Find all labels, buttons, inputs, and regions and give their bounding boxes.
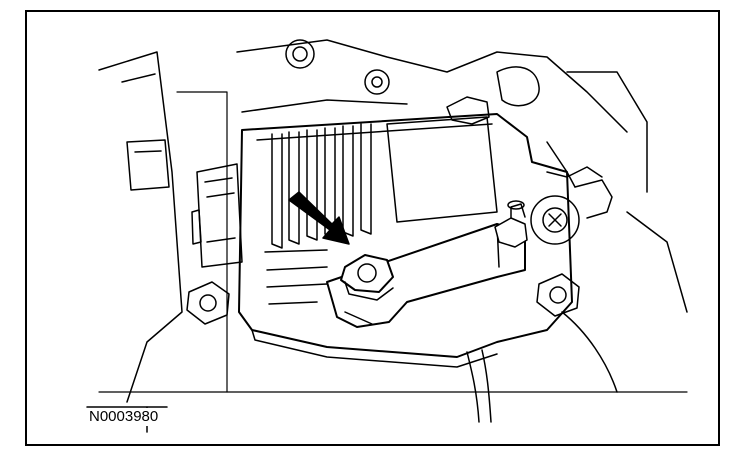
wire-harness [466,166,618,423]
electrical-connector [191,163,243,268]
illustration [86,39,688,433]
upper-housing [236,39,688,313]
callout-arrow [288,191,350,245]
figure-frame: N0003980 [25,10,720,446]
housing-bolt-boss [285,39,315,69]
lever-stud [494,200,528,248]
bracket-bolt [530,141,613,245]
manual-lever-nut [340,254,394,301]
heat-sink-fins [271,123,372,249]
figure-id-label: N0003980 [87,408,161,426]
mounting-bolt-right [536,273,580,317]
transmission-housing-left [86,51,688,433]
control-module [238,113,573,368]
housing-bolt-boss [364,69,390,95]
mounting-bolt-left [186,281,230,325]
